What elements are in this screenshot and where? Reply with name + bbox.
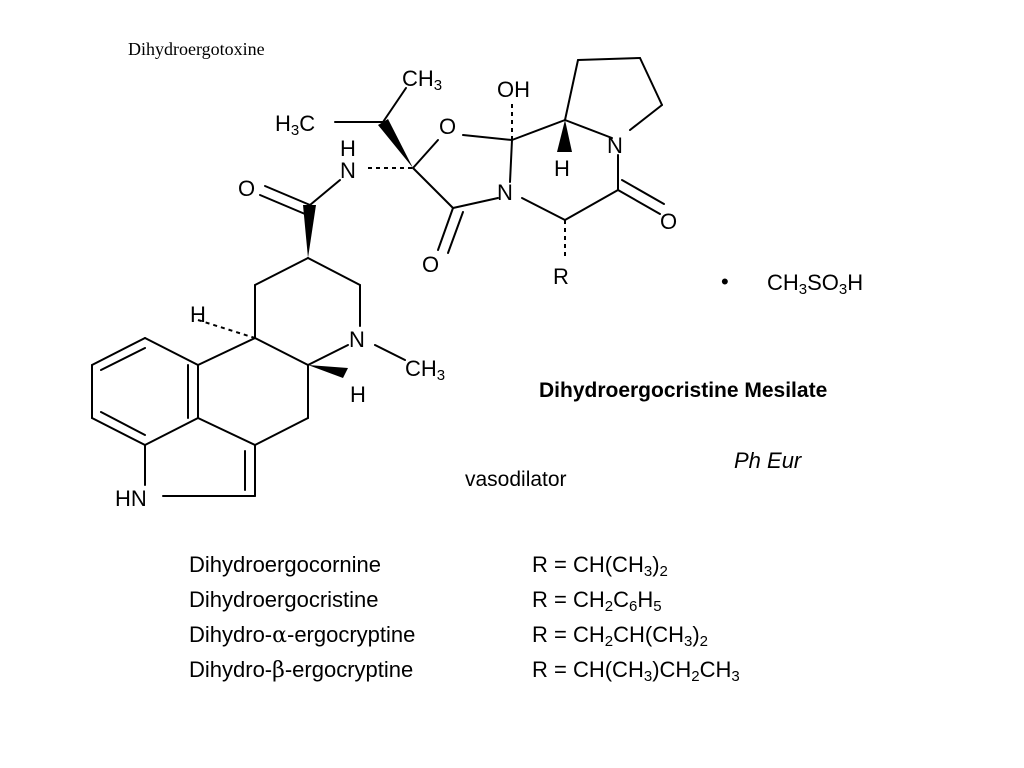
subscript: 2	[691, 668, 699, 685]
text-run: CH	[402, 66, 434, 91]
text-run: )	[692, 622, 699, 647]
molecule-bonds	[91, 57, 665, 497]
atom-hn: HN	[115, 486, 147, 511]
subscript: 3	[644, 563, 652, 580]
atom-o-ring: O	[439, 114, 456, 139]
subscript: 2	[605, 598, 613, 615]
text-run: R = CH	[532, 622, 605, 647]
subscript: 3	[731, 668, 739, 685]
variant-formula: R = CH2C6H5	[532, 587, 662, 615]
text-run: C	[613, 587, 629, 612]
atom-h-bottom: H	[350, 382, 366, 407]
text-run: )	[652, 552, 659, 577]
text-run: )CH	[652, 657, 691, 682]
variant-formula: R = CH(CH3)2	[532, 552, 668, 580]
atom-labels: CH3 H3C OH O N H H N O N O O R H N CH3 H…	[115, 66, 677, 511]
atom-ch3-n: CH3	[405, 356, 445, 384]
subscript: 3	[839, 281, 847, 298]
text-run: Dihydro-	[189, 657, 272, 682]
pharmacopoeia-label: Ph Eur	[734, 448, 803, 473]
variant-name: Dihydro-α-ergocryptine	[189, 622, 415, 648]
text-run: CH(CH	[613, 622, 684, 647]
text-run: Dihydroergocornine	[189, 552, 381, 577]
subscript: 5	[653, 598, 661, 615]
atom-oh: OH	[497, 77, 530, 102]
subscript: 2	[660, 563, 668, 580]
text-run: -ergocryptine	[285, 657, 413, 682]
atom-n-ring: N	[497, 180, 513, 205]
text-run: Dihydroergocristine	[189, 587, 379, 612]
use-label: vasodilator	[465, 468, 567, 491]
text-run: β	[272, 658, 285, 683]
subscript: 2	[605, 633, 613, 650]
subscript: 3	[437, 367, 445, 384]
atom-o-lactam: O	[422, 252, 439, 277]
variant-name: Dihydroergocristine	[189, 587, 379, 612]
atom-r: R	[553, 264, 569, 289]
atom-o-amide: O	[238, 176, 255, 201]
subscript: 6	[629, 598, 637, 615]
text-run: H	[847, 270, 863, 295]
text-run: -ergocryptine	[287, 622, 415, 647]
text-run: H	[637, 587, 653, 612]
compound-name: Dihydroergocristine Mesilate	[539, 379, 827, 402]
text-run: α	[272, 623, 287, 648]
atom-nh-n: N	[340, 158, 356, 183]
text-run: SO	[807, 270, 839, 295]
atom-o-ketone: O	[660, 209, 677, 234]
subscript: 3	[684, 633, 692, 650]
variant-formula: R = CH(CH3)CH2CH3	[532, 657, 740, 685]
subscript: 3	[644, 668, 652, 685]
text-run: C	[299, 111, 315, 136]
atom-ch3-top: CH3	[402, 66, 442, 94]
atom-n-methyl: N	[349, 327, 365, 352]
subscript: 3	[799, 281, 807, 298]
salt-formula: CH3SO3H	[767, 270, 863, 298]
variant-name: Dihydroergocornine	[189, 552, 381, 577]
subscript: 3	[291, 122, 299, 139]
atom-n-pyrrolidine: N	[607, 133, 623, 158]
text-run: CH	[700, 657, 732, 682]
atom-h3c: H3C	[275, 111, 315, 139]
atom-h-left: H	[190, 302, 206, 327]
atom-h-pyrrolidine: H	[554, 156, 570, 181]
salt-bullet: •	[721, 269, 729, 294]
text-run: CH	[767, 270, 799, 295]
variant-name: Dihydro-β-ergocryptine	[189, 657, 413, 683]
subscript: 3	[434, 77, 442, 94]
text-run: R = CH(CH	[532, 552, 644, 577]
text-run: R = CH(CH	[532, 657, 644, 682]
text-run: Dihydro-	[189, 622, 272, 647]
text-run: CH	[405, 356, 437, 381]
subscript: 2	[700, 633, 708, 650]
variant-formula: R = CH2CH(CH3)2	[532, 622, 708, 650]
text-run: R = CH	[532, 587, 605, 612]
atom-nh-h: H	[340, 136, 356, 161]
text-run: H	[275, 111, 291, 136]
page-title: Dihydroergotoxine	[128, 39, 265, 59]
